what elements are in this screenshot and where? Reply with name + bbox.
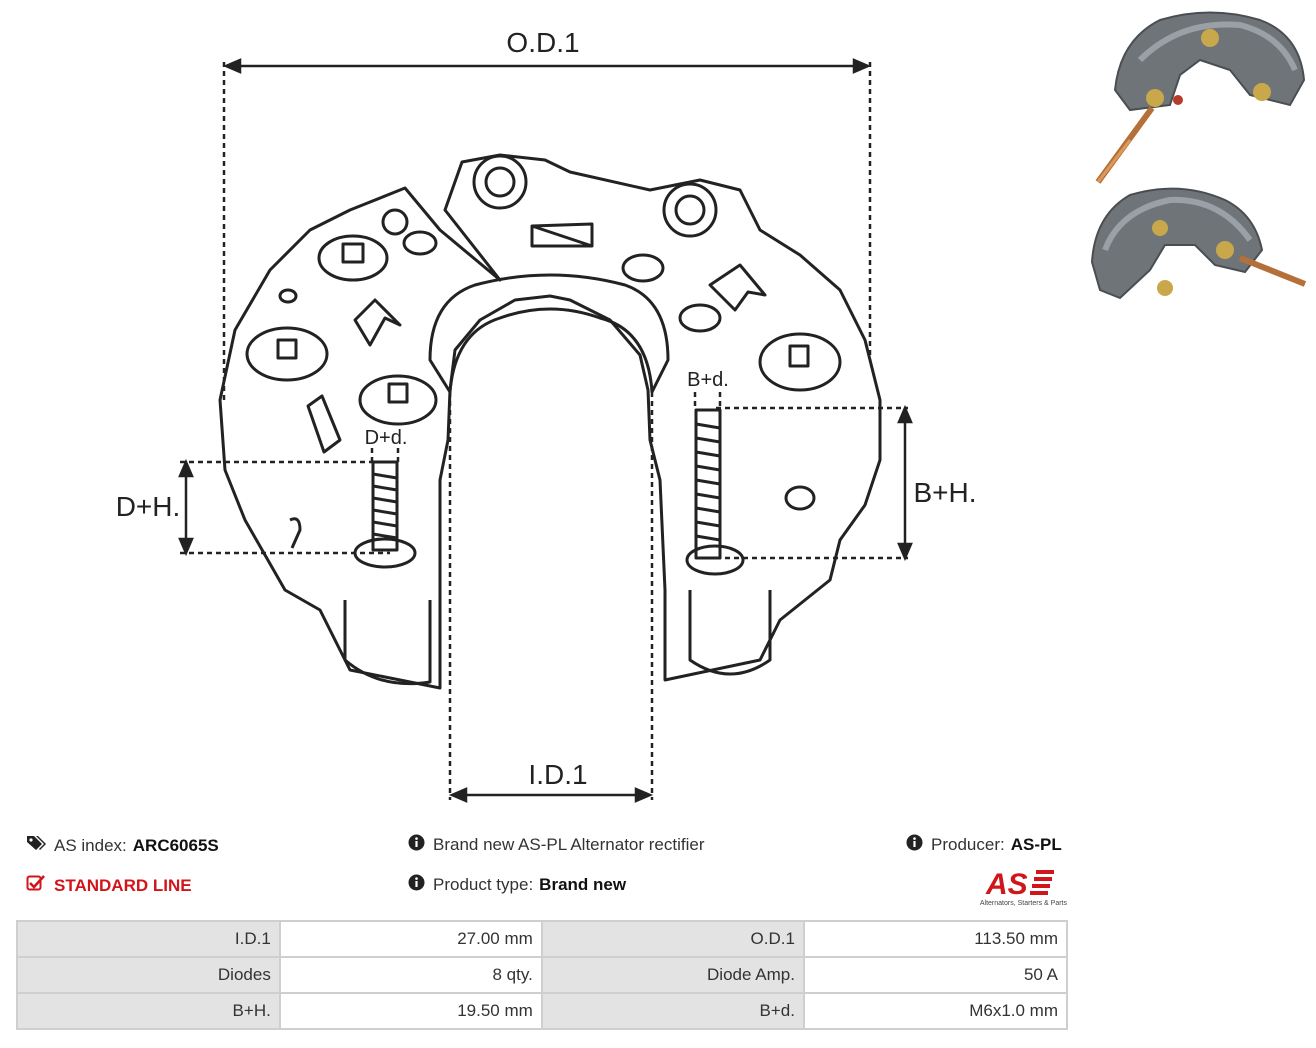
producer-value: AS-PL: [1010, 835, 1062, 854]
terminal-boss-2: [662, 182, 718, 238]
as-index-value: ARC6065S: [132, 835, 219, 855]
rectifier-technical-drawing: O.D.1 I.D.1 D+H. B+H. D+d. B+d.: [116, 27, 977, 803]
as-index-row: AS index: ARC6065S: [26, 834, 219, 857]
spec-value-cell: 19.50 mm: [278, 992, 543, 1030]
product-photo-top: [1095, 11, 1306, 184]
tags-icon: [26, 834, 46, 857]
d-stud: [371, 460, 399, 552]
svg-text:Alternators, Starters & Parts: Alternators, Starters & Parts: [980, 900, 1068, 907]
diode-socket-1: [317, 234, 389, 282]
producer-label: Producer:: [931, 835, 1005, 854]
spec-header-cell: B+d.: [540, 992, 805, 1030]
product-type-label: Product type:: [433, 875, 534, 894]
as-index-label: AS index:: [54, 835, 127, 855]
terminal-boss-1: [472, 154, 528, 210]
product-type-row: Product type: Brand new: [408, 874, 626, 896]
diode-socket-2: [245, 326, 329, 382]
spec-header-cell: Diode Amp.: [540, 956, 805, 994]
description-text: Brand new AS-PL Alternator rectifier: [433, 835, 705, 854]
bh-label: B+H.: [913, 477, 976, 508]
description-row: Brand new AS-PL Alternator rectifier: [408, 834, 705, 856]
diode-socket-4: [758, 332, 842, 392]
id-label: I.D.1: [528, 759, 587, 790]
spec-header-cell: B+H.: [16, 992, 281, 1030]
info-icon: [408, 874, 425, 896]
spec-header-cell: O.D.1: [540, 920, 805, 958]
producer-row: Producer: AS-PL: [906, 834, 1062, 856]
diode-socket-3: [358, 374, 438, 426]
od-label: O.D.1: [506, 27, 579, 58]
spec-header-cell: I.D.1: [16, 920, 281, 958]
standard-line-label: STANDARD LINE: [54, 875, 192, 895]
as-pl-logo: AS Alternators, Starters & Parts: [980, 868, 1068, 907]
product-photo-bottom: [1090, 187, 1307, 300]
bd-label: B+d.: [687, 369, 729, 391]
dh-label: D+H.: [116, 491, 181, 522]
info-icon: [408, 834, 425, 856]
info-icon: [906, 834, 923, 856]
rectifier-outline: [218, 153, 882, 690]
spec-value-cell: 50 A: [802, 956, 1069, 994]
spec-value-cell: 113.50 mm: [802, 920, 1069, 958]
standard-line-row: STANDARD LINE: [26, 874, 192, 897]
inner-bore-rim: [428, 273, 670, 394]
svg-text:AS: AS: [985, 868, 1028, 901]
checkbox-icon: [26, 874, 46, 897]
spec-value-cell: 8 qty.: [278, 956, 543, 994]
dd-label: D+d.: [365, 427, 408, 449]
spec-header-cell: Diodes: [16, 956, 281, 994]
product-photos: [1090, 11, 1307, 300]
product-type-value: Brand new: [539, 875, 627, 894]
spec-value-cell: 27.00 mm: [278, 920, 543, 958]
spec-value-cell: M6x1.0 mm: [802, 992, 1069, 1030]
